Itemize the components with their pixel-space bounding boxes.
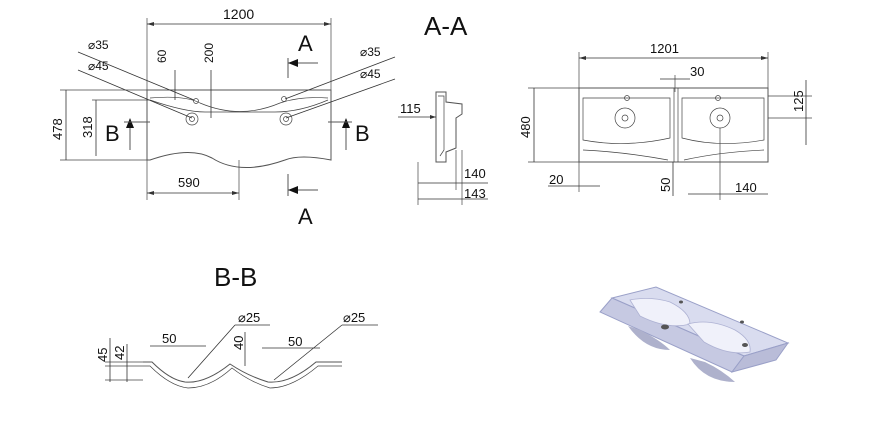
hole-bb-left-label: ⌀25 (238, 310, 260, 325)
hole-large-left-label: ⌀45 (88, 59, 109, 73)
sink-3d-render (599, 286, 790, 382)
dim-590-label: 590 (178, 175, 200, 190)
dim-200-label: 200 (202, 43, 216, 63)
dim-50-bb-right-label: 50 (288, 334, 302, 349)
dim-20-label: 20 (549, 172, 563, 187)
width-1200-label: 1200 (223, 6, 254, 22)
depth-478-label: 478 (50, 118, 65, 140)
section-aa-view: A-A 115 140 143 (398, 11, 488, 205)
right-view: 1201 30 480 125 20 50 140 (518, 41, 812, 200)
dim-125-label: 125 (791, 90, 806, 112)
section-a-bottom-mark: A (298, 204, 313, 229)
dim-45-label: 45 (95, 348, 110, 362)
depth-480-label: 480 (518, 116, 533, 138)
hole-small-right-label: ⌀35 (360, 45, 381, 59)
section-b-right-mark: B (355, 121, 370, 146)
dim-42-label: 42 (112, 346, 127, 360)
dim-50-right-label: 50 (658, 178, 673, 192)
dim-30-label: 30 (690, 64, 704, 79)
section-aa-title: A-A (424, 11, 468, 41)
dim-140-right-label: 140 (735, 180, 757, 195)
section-b-left-mark: B (105, 121, 120, 146)
section-a-top-mark: A (298, 31, 313, 56)
hole-bb-right-label: ⌀25 (343, 310, 365, 325)
dim-40-label: 40 (231, 336, 246, 350)
dim-50-bb-left-label: 50 (162, 331, 176, 346)
depth-318-label: 318 (80, 116, 95, 138)
dim-140-aa-label: 140 (464, 166, 486, 181)
width-1201-label: 1201 (650, 41, 679, 56)
hole-large-right-label: ⌀45 (360, 67, 381, 81)
dim-60-label: 60 (155, 49, 169, 63)
dim-115-label: 115 (400, 101, 421, 116)
hole-small-left-label: ⌀35 (88, 38, 109, 52)
section-bb-view: B-B 45 42 50 ⌀25 40 50 ⌀25 (95, 262, 378, 389)
top-view: 1200 ⌀35 ⌀45 ⌀35 ⌀45 60 200 478 (50, 6, 396, 229)
section-bb-title: B-B (214, 262, 257, 292)
dim-143-label: 143 (464, 186, 486, 201)
